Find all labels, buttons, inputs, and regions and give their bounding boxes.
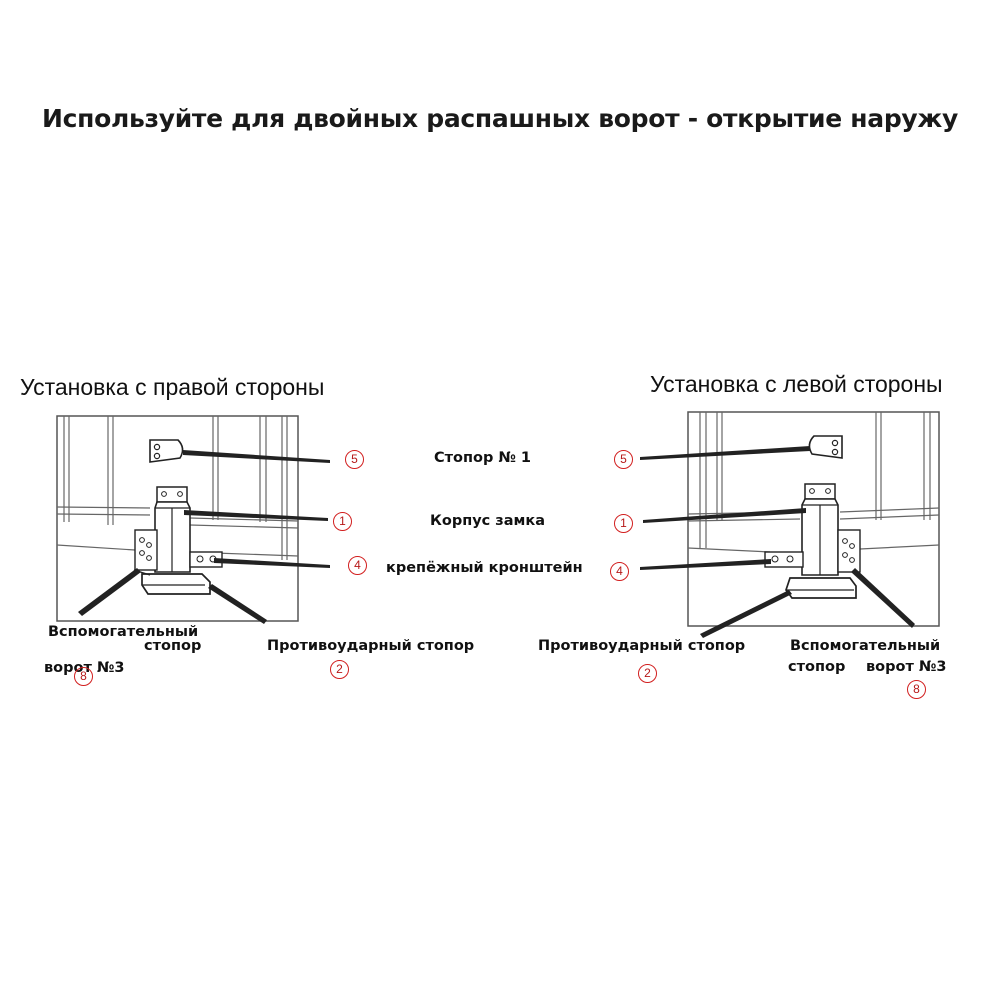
left-aux-gate-label: ворот №3 bbox=[866, 659, 947, 675]
left-aux-stop-line2: стопор bbox=[788, 659, 846, 675]
callout-2-left: 2 bbox=[330, 660, 349, 679]
left-install-caption: Установка с левой стороны bbox=[650, 371, 943, 397]
callout-4-left: 4 bbox=[348, 556, 367, 575]
right-aux-stop-line2: стопор bbox=[144, 638, 202, 654]
right-aux-stop-line1: Вспомогательный bbox=[48, 624, 199, 640]
left-aux-stop-line1: Вспомогательный bbox=[790, 638, 941, 654]
page-title: Используйте для двойных распашных ворот … bbox=[41, 104, 958, 133]
stopper1-label: Стопор № 1 bbox=[434, 450, 531, 466]
left-install-drawing bbox=[640, 411, 940, 638]
callout-1-left: 1 bbox=[333, 512, 352, 531]
callout-4-right: 4 bbox=[610, 562, 629, 581]
callout-2-right: 2 bbox=[638, 664, 657, 683]
callout-1-right: 1 bbox=[614, 514, 633, 533]
right-anti-shock-label: Противоударный стопор bbox=[267, 638, 475, 654]
bracket-label: крепёжный кронштейн bbox=[386, 560, 583, 576]
left-anti-shock-label: Противоударный стопор bbox=[538, 638, 746, 654]
right-install-caption: Установка с правой стороны bbox=[20, 374, 325, 400]
lock-body-label: Корпус замка bbox=[430, 513, 545, 529]
callout-5-right: 5 bbox=[614, 450, 633, 469]
right-install-drawing bbox=[56, 415, 330, 624]
callout-8-left: 8 bbox=[74, 667, 93, 686]
callout-8-right: 8 bbox=[907, 680, 926, 699]
callout-5-left: 5 bbox=[345, 450, 364, 469]
